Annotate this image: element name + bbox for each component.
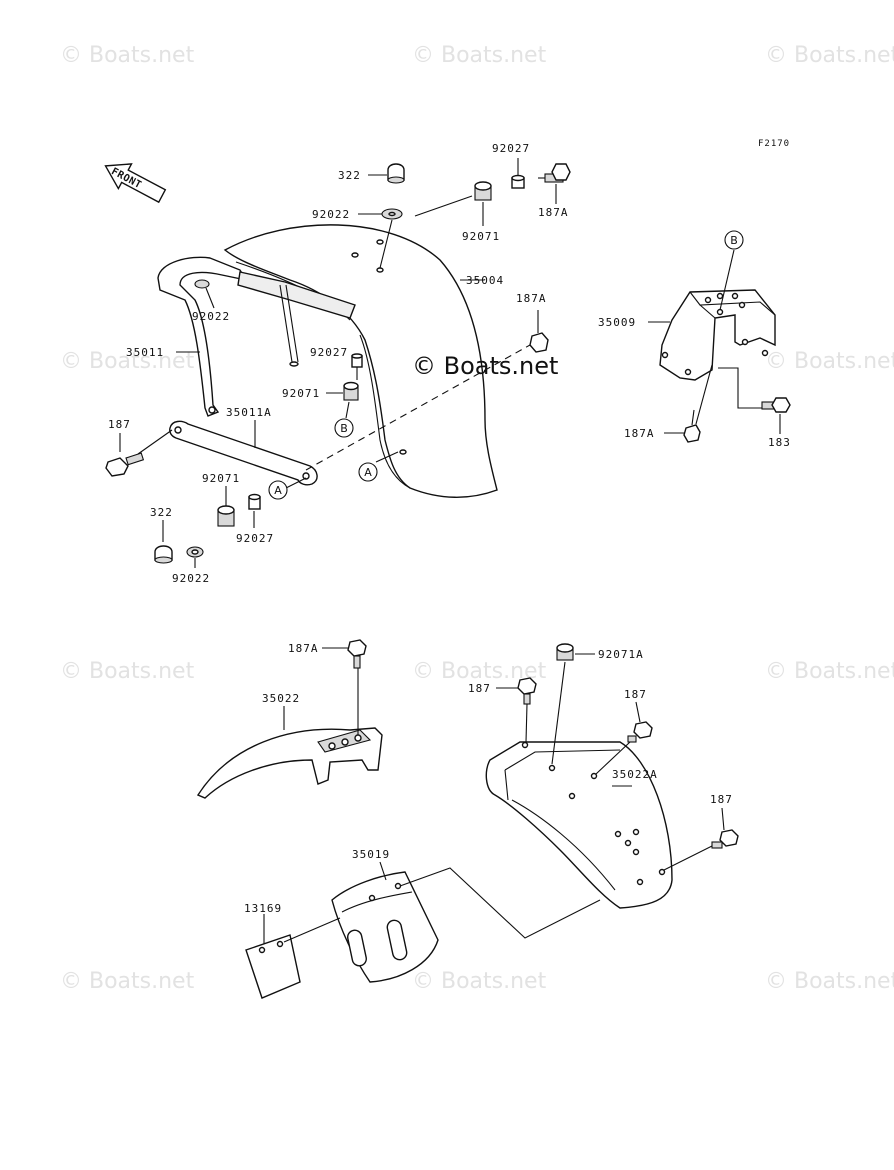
grommet-92071-mid [343, 381, 359, 401]
watermark: © Boats.net [60, 969, 195, 994]
watermark: © Boats.net [765, 659, 894, 684]
label-13169: 13169 [244, 902, 282, 915]
watermark: © Boats.net [60, 349, 195, 374]
grab-bar-35011 [157, 256, 356, 417]
leader-lines-bracket [648, 249, 781, 434]
watermark: © Boats.net [60, 659, 195, 684]
label-35011: 35011 [126, 346, 164, 359]
grommet-92071A [556, 643, 574, 661]
bolt-187-left [105, 452, 145, 477]
bolt-187A-mid [529, 325, 549, 353]
watermark: © Boats.net [765, 349, 894, 374]
watermark: © Boats.net [765, 969, 894, 994]
bolt-187-b2 [627, 721, 653, 743]
cap-nut-322-top [387, 163, 405, 184]
svg-text:A: A [274, 484, 282, 497]
label-92022-mid: 92022 [192, 310, 230, 323]
bolt-187-b3 [711, 829, 739, 849]
label-35022a: 35022A [612, 768, 658, 781]
label-92022-low: 92022 [172, 572, 210, 585]
ref-mark-a-fender: A [358, 462, 378, 482]
grommet-92071-top [474, 181, 492, 201]
part-labels: 322 92027 187A 92022 92071 35004 92022 1… [108, 142, 791, 915]
ref-mark-a-stay: A [268, 480, 288, 500]
ref-mark-b-right: B [724, 230, 744, 250]
label-187-b2: 187 [624, 688, 647, 701]
front-arrow-icon: FRONT [104, 163, 167, 204]
ref-mark-b-left: B [334, 418, 354, 438]
label-92071-mid: 92071 [282, 387, 320, 400]
diagram-code: F2170 [758, 139, 790, 149]
bolt-183 [761, 397, 791, 413]
washer-92022-top [381, 208, 403, 220]
front-fender-35022A [485, 741, 673, 909]
label-92071-top: 92071 [462, 230, 500, 243]
label-187-left: 187 [108, 418, 131, 431]
collar-92027-low [248, 493, 261, 510]
washer-92022-mid [194, 279, 210, 289]
center-watermark: © Boats.net [412, 352, 558, 380]
watermark: © Boats.net [60, 43, 195, 68]
label-35022: 35022 [262, 692, 300, 705]
label-92027-top: 92027 [492, 142, 530, 155]
svg-text:B: B [340, 422, 348, 435]
bracket-35009 [659, 289, 776, 381]
cap-nut-322-low [154, 545, 173, 564]
watermarks: © Boats.net © Boats.net © Boats.net © Bo… [60, 43, 894, 994]
label-92071-low: 92071 [202, 472, 240, 485]
collar-92027-top [511, 174, 525, 189]
label-35004: 35004 [466, 274, 504, 287]
bolt-187A-front [347, 639, 367, 669]
bolt-187A-right [683, 409, 701, 443]
washer-92022-low [186, 546, 204, 558]
front-fender-35022 [196, 727, 383, 799]
label-187a-top: 187A [538, 206, 569, 219]
label-92027-mid: 92027 [310, 346, 348, 359]
label-187a-bottom: 187A [288, 642, 319, 655]
label-187a-right: 187A [624, 427, 655, 440]
label-35019: 35019 [352, 848, 390, 861]
grommet-92071-low [217, 505, 235, 527]
label-35009: 35009 [598, 316, 636, 329]
leader-lines-top [119, 158, 557, 568]
label-92022-top: 92022 [312, 208, 350, 221]
stay-35011A [169, 420, 318, 486]
mudguard-35019 [331, 871, 439, 983]
label-183: 183 [768, 436, 791, 449]
label-35011a: 35011A [226, 406, 272, 419]
watermark: © Boats.net [412, 43, 547, 68]
watermark: © Boats.net [765, 43, 894, 68]
leader-lines-bottom [263, 647, 725, 944]
bolt-187A-top [538, 163, 571, 183]
watermark: © Boats.net [412, 969, 547, 994]
label-187a-mid: 187A [516, 292, 547, 305]
label-322-top: 322 [338, 169, 361, 182]
label-92071a: 92071A [598, 648, 644, 661]
collar-92027-mid [351, 353, 363, 368]
bolt-187-b1 [517, 677, 537, 705]
label-322-low: 322 [150, 506, 173, 519]
svg-text:B: B [730, 234, 738, 247]
flap-13169 [245, 934, 301, 999]
label-187-b1: 187 [468, 682, 491, 695]
label-187-b3: 187 [710, 793, 733, 806]
svg-text:A: A [364, 466, 372, 479]
label-92027-low: 92027 [236, 532, 274, 545]
